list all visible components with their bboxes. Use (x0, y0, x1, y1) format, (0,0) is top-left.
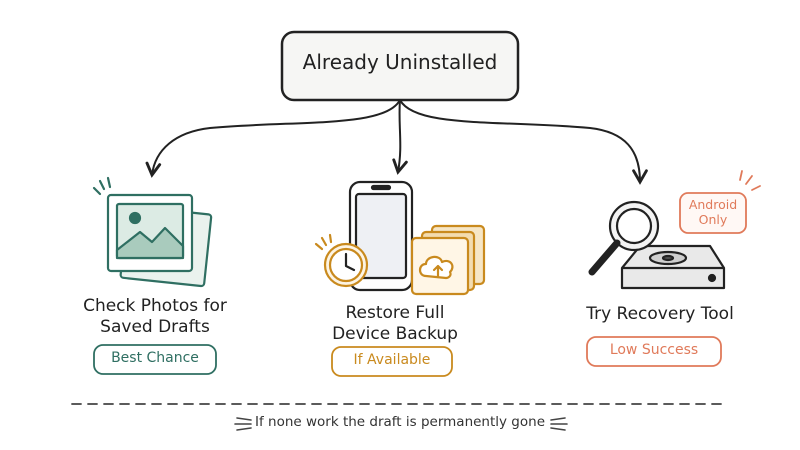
arrow-right (399, 99, 648, 185)
option-recovery-tool-title: Try Recovery Tool (565, 304, 755, 325)
arrow-center (392, 99, 408, 175)
branch-arrows (145, 99, 648, 185)
photos-icon (92, 176, 213, 288)
recovery-tool-icon (588, 200, 726, 290)
android-only-note: Android Only (680, 197, 746, 227)
option-restore-backup-title: Restore Full Device Backup (300, 303, 490, 346)
option-title-line: Check Photos for (83, 296, 227, 316)
low-success-badge: Low Success (609, 342, 699, 358)
option-title-line: Try Recovery Tool (586, 304, 734, 324)
root-node-label: Already Uninstalled (302, 50, 498, 74)
option-title-line: Saved Drafts (100, 317, 210, 338)
best-chance-badge: Best Chance (111, 350, 199, 366)
footer-note: If none work the draft is permanently go… (254, 414, 545, 430)
low-success-pill-box (586, 336, 722, 367)
option-title-line: Device Backup (332, 324, 458, 345)
android-only-line: Only (698, 212, 728, 227)
option-check-photos-title: Check Photos for Saved Drafts (60, 296, 250, 339)
footer-accent-right-icon (550, 417, 568, 431)
best-chance-pill-box (93, 344, 217, 375)
footer-accent-left-icon (234, 417, 252, 431)
option-title-line: Restore Full (345, 303, 445, 323)
android-only-badge (679, 170, 761, 234)
if-available-pill-box (331, 346, 453, 377)
if-available-badge: If Available (353, 352, 431, 368)
android-only-line: Android (688, 197, 738, 212)
arrow-left (145, 99, 401, 178)
phone-backup-icon (314, 180, 486, 296)
